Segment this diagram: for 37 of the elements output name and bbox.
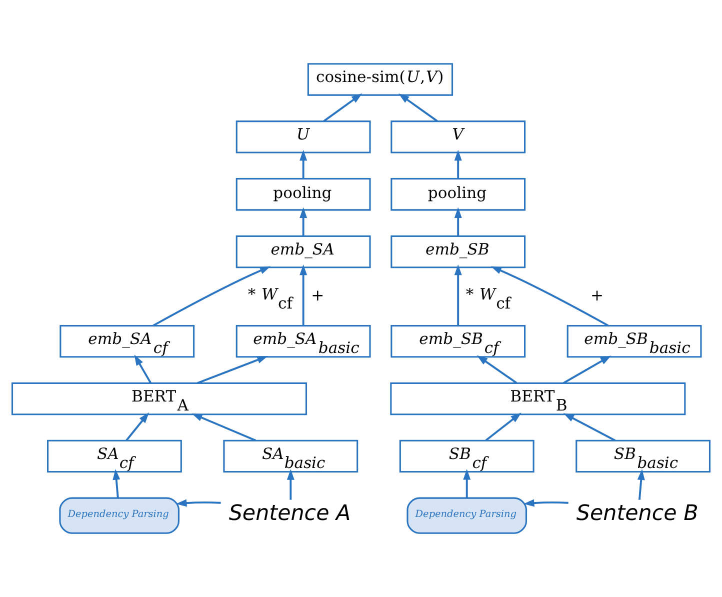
arrow <box>563 356 612 384</box>
arrow <box>490 266 609 326</box>
arrow <box>476 355 518 384</box>
arrow <box>637 469 645 500</box>
arrow <box>463 469 471 498</box>
edge-label: + <box>311 286 324 304</box>
node-box: V <box>390 120 526 154</box>
arrow <box>563 413 616 442</box>
arrow <box>300 207 308 236</box>
arrow <box>126 412 150 441</box>
node-text: Sentence B <box>576 501 698 526</box>
node-box: pooling <box>390 178 526 211</box>
node-box: U <box>236 120 371 154</box>
arrow <box>454 264 462 326</box>
node-box: emb_SA <box>236 235 371 268</box>
arrow <box>454 207 462 236</box>
arrow <box>454 150 462 178</box>
arrow <box>134 354 152 384</box>
arrow <box>524 499 568 507</box>
node-box: emb_SB <box>390 235 526 268</box>
edge-label: + <box>590 286 604 304</box>
node-text: Sentence A <box>228 501 351 526</box>
arrow <box>192 413 256 442</box>
arrow <box>286 469 294 500</box>
node-box: Dependency Parsing <box>59 497 180 534</box>
arrow <box>398 93 438 122</box>
node-box: cosine-sim(U,V) <box>307 63 454 96</box>
arrow <box>300 150 308 178</box>
arrow <box>176 499 221 507</box>
arrow <box>323 93 362 122</box>
node-box: Dependency Parsing <box>406 497 528 534</box>
arrow <box>112 469 120 498</box>
arrow <box>197 356 268 384</box>
arrow <box>300 264 308 326</box>
arrow <box>152 266 271 326</box>
node-box: pooling <box>236 178 371 211</box>
arrow <box>485 412 522 442</box>
